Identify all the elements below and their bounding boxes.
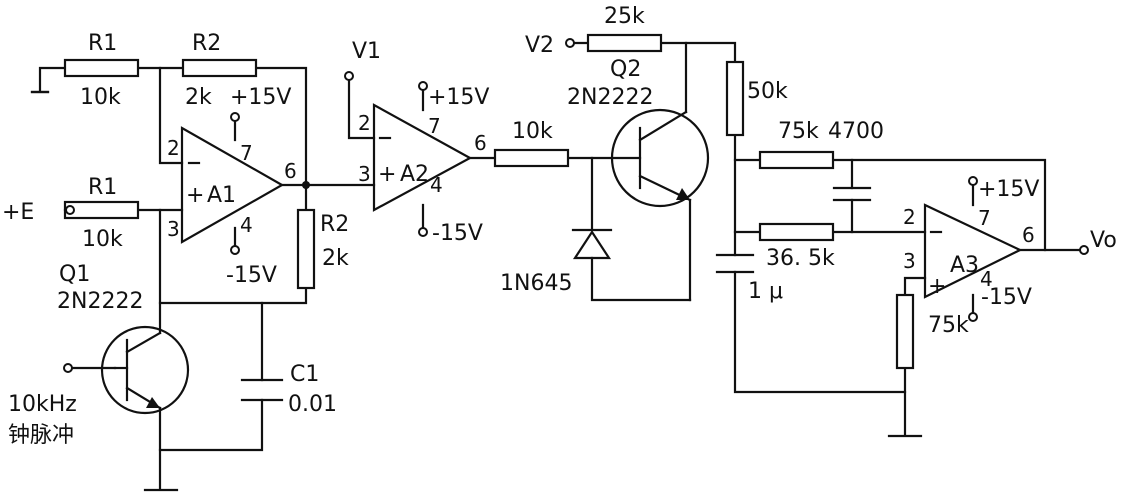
label-r1-bottom-value: 10k — [82, 227, 123, 252]
op-amp-a1 — [180, 126, 285, 244]
capacitors — [240, 186, 872, 402]
terminals — [63, 38, 1089, 373]
label-v2: V2 — [525, 33, 554, 58]
label-r1-top-value: 10k — [80, 85, 121, 110]
resistor-75k-bottom — [895, 293, 915, 370]
terminal-a1-vneg — [230, 245, 240, 255]
op-amp-a2 — [372, 103, 473, 212]
label-a2-pin-vneg: 4 — [430, 173, 443, 197]
label-a2-supply-neg: -15V — [432, 221, 483, 246]
label-a3-pin-noninv: 3 — [903, 249, 916, 273]
label-a1-pin-inv: 2 — [167, 136, 180, 160]
terminal-v1 — [344, 71, 354, 81]
label-a1-name: A1 — [207, 183, 236, 208]
transistor-q1 — [100, 325, 190, 415]
label-clock-desc: 钟脉冲 — [8, 423, 74, 448]
terminal-a3-vneg — [968, 312, 978, 322]
label-a1-pin-noninv: 3 — [167, 217, 180, 241]
junction-dots — [302, 181, 310, 189]
terminal-a2-vneg — [418, 227, 428, 237]
label-a3-plus: + — [928, 274, 946, 299]
label-r1-bottom-name: R1 — [88, 175, 117, 200]
label-a1-pin-vneg: 4 — [240, 213, 253, 237]
label-a3-supply-pos: +15V — [978, 177, 1039, 202]
resistor-r1-top — [63, 58, 140, 78]
label-r2-top-value: 2k — [185, 85, 212, 110]
labels: R1 10k R2 2k +15V 2 7 6 + A1 3 4 -15V +E… — [2, 4, 1117, 448]
capacitor-1u — [715, 253, 755, 274]
resistor-36-5k — [758, 222, 835, 242]
resistor-r2-top — [181, 58, 258, 78]
label-r-75k-top: 75k — [778, 119, 819, 144]
terminal-clock — [63, 363, 73, 373]
label-a3-pin-vpos: 7 — [978, 206, 991, 230]
label-a3-pin-out: 6 — [1022, 223, 1035, 247]
label-q1-name: Q1 — [59, 262, 90, 287]
label-a1-supply-pos: +15V — [230, 85, 291, 110]
label-clock-freq: 10kHz — [8, 392, 77, 417]
label-a1-plus: + — [186, 183, 204, 208]
capacitor-c1 — [240, 378, 284, 402]
label-v1: V1 — [352, 39, 381, 64]
label-r2-vert-value: 2k — [322, 246, 349, 271]
resistor-r1-bottom — [63, 200, 140, 220]
resistor-r2-vertical — [296, 208, 316, 290]
label-diode-part: 1N645 — [500, 271, 572, 296]
terminal-a3-vpos — [968, 176, 978, 186]
label-r-36-5k: 36. 5k — [766, 246, 835, 271]
label-a2-plus: + — [378, 162, 396, 187]
wiring — [30, 41, 1082, 492]
label-q2-name: Q2 — [610, 57, 641, 82]
terminal-vo — [1079, 245, 1089, 255]
label-a2-name: A2 — [400, 162, 429, 187]
label-q1-part: 2N2222 — [57, 289, 143, 314]
label-c-1u: 1 μ — [748, 279, 783, 304]
label-a1-pin-vpos: 7 — [240, 141, 253, 165]
label-a2-supply-pos: +15V — [428, 85, 489, 110]
transistor-q2 — [610, 108, 710, 208]
terminal-e — [65, 205, 75, 215]
label-r-10k: 10k — [512, 119, 553, 144]
op-amp-a3 — [923, 203, 1023, 299]
label-c-4700: 4700 — [828, 119, 884, 144]
label-r2-vert-name: R2 — [320, 212, 349, 237]
resistors — [63, 33, 915, 370]
label-c1-value: 0.01 — [288, 392, 337, 417]
label-vo: Vo — [1090, 228, 1117, 253]
label-a3-pin-inv: 2 — [903, 205, 916, 229]
terminal-a2-vpos — [418, 81, 428, 91]
label-a1-supply-neg: -15V — [226, 263, 277, 288]
label-a2-pin-noninv: 3 — [358, 162, 371, 186]
capacitor-4700 — [832, 186, 872, 202]
resistor-10k — [493, 148, 570, 168]
label-r1-top-name: R1 — [88, 31, 117, 56]
diode-1n645 — [571, 228, 613, 260]
label-c1-name: C1 — [290, 362, 319, 387]
resistor-50k — [725, 60, 745, 137]
label-a2-pin-out: 6 — [474, 131, 487, 155]
resistor-25k — [586, 33, 663, 53]
label-r-50k: 50k — [747, 79, 788, 104]
label-a2-pin-inv: 2 — [358, 111, 371, 135]
label-r2-top-name: R2 — [192, 31, 221, 56]
label-a3-name: A3 — [950, 253, 979, 278]
label-a1-pin-out: 6 — [284, 159, 297, 183]
label-a3-pin-vneg: 4 — [980, 267, 993, 291]
label-a3-supply-neg: -15V — [981, 285, 1032, 310]
resistor-75k-top — [758, 150, 835, 170]
label-r-25k: 25k — [604, 4, 645, 29]
terminal-v2 — [565, 38, 575, 48]
label-a2-pin-vpos: 7 — [428, 114, 441, 138]
label-input-e: +E — [2, 200, 34, 225]
label-q2-part: 2N2222 — [567, 85, 653, 110]
label-r-75k-bottom: 75k — [928, 313, 969, 338]
terminal-a1-vpos — [230, 112, 240, 122]
